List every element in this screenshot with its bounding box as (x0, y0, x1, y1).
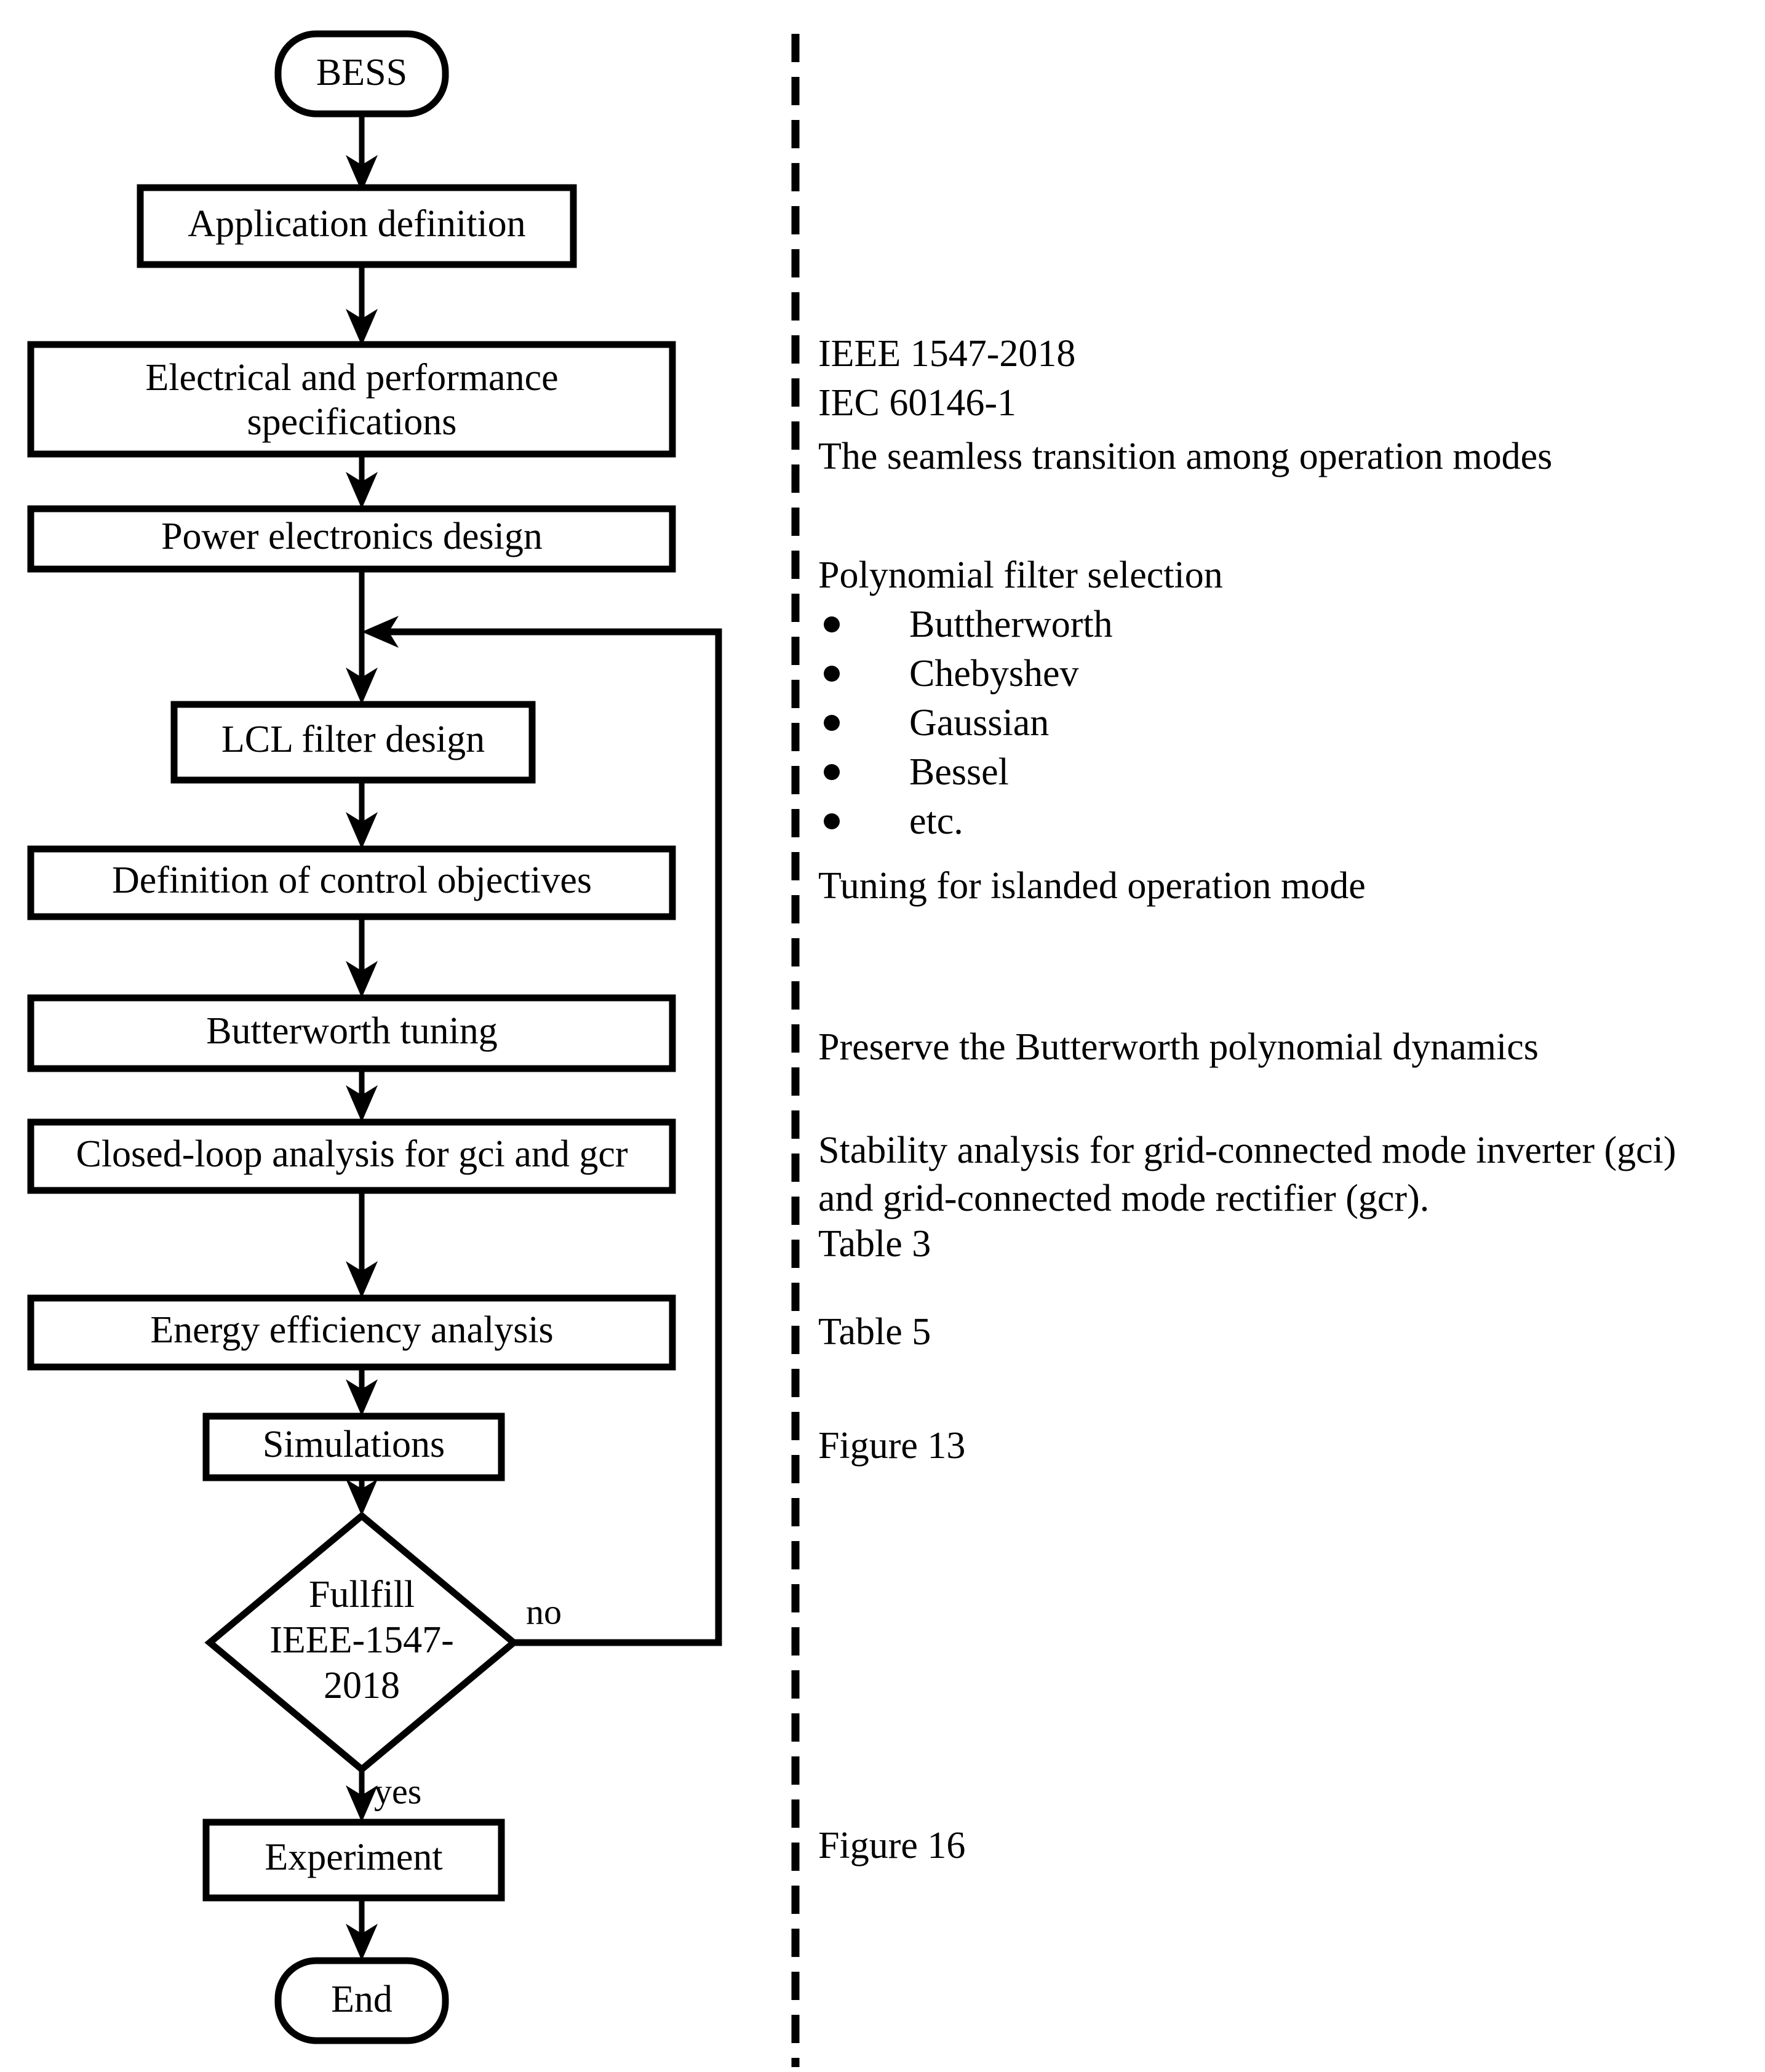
arrowhead-energy-sims (346, 1379, 378, 1416)
node-experiment-label: Experiment (265, 1836, 442, 1878)
node-start-label: BESS (316, 52, 407, 94)
arrowhead-sims-decision (346, 1479, 378, 1516)
node-specifications-label-line2: specifications (247, 401, 457, 443)
node-energy-efficiency-shape[interactable] (27, 1294, 676, 1371)
node-application-definition-label: Application definition (188, 203, 525, 245)
edge-label-no: no (526, 1592, 562, 1632)
annotation-standards-line2: IEC 60146-1 (818, 382, 1016, 424)
node-lcl-filter-shape[interactable] (170, 701, 536, 784)
annotation-standards-line3: The seamless transition among operation … (818, 436, 1552, 477)
node-closed-loop-analysis-label: Closed-loop analysis for gci and gcr (76, 1133, 628, 1175)
node-experiment-shape[interactable] (202, 1819, 505, 1902)
annotation-tuning-islanded: Tuning for islanded operation mode (818, 865, 1366, 907)
edge-label-yes: yes (374, 1771, 421, 1811)
bullet-icon (824, 764, 840, 780)
node-decision-label-line3: 2018 (324, 1665, 400, 1707)
node-power-electronics-label: Power electronics design (161, 516, 543, 557)
node-specifications-label-line1: Electrical and performance (145, 357, 558, 399)
annotation-filter-heading: Polynomial filter selection (818, 554, 1223, 596)
annotation-table5: Table 5 (818, 1311, 931, 1353)
annotation-filter-item-1: Chebyshev (909, 653, 1079, 695)
annotation-filter-item-2: Gaussian (909, 702, 1049, 744)
annotation-stability-line2: and grid-connected mode rectifier (gcr). (818, 1177, 1429, 1219)
node-start-shape[interactable] (274, 30, 449, 118)
arrowhead-closed-energy (346, 1261, 378, 1298)
bullet-icon (824, 715, 840, 731)
bullet-icon (824, 616, 840, 632)
node-butterworth-tuning-label: Butterworth tuning (206, 1010, 498, 1052)
arrowhead-butter-closed (346, 1085, 378, 1122)
bullet-icon (824, 813, 840, 829)
node-decision-label-line1: Fullfill (309, 1574, 415, 1616)
arrowhead-app-specs (346, 309, 378, 346)
annotation-figure13: Figure 13 (818, 1425, 965, 1467)
arrowhead-specs-power (346, 472, 378, 509)
annotation-filter-item-0: Buttherworth (909, 604, 1113, 645)
node-lcl-filter-label: LCL filter design (221, 719, 485, 760)
arrowhead-power-lcl (346, 667, 378, 704)
arrowhead-objectives-butter (346, 961, 378, 998)
node-energy-efficiency-label: Energy efficiency analysis (150, 1309, 553, 1351)
arrowhead-experiment-end (346, 1924, 378, 1961)
annotation-standards-line1: IEEE 1547-2018 (818, 333, 1075, 375)
node-control-objectives-label: Definition of control objectives (112, 859, 592, 901)
node-simulations-shape[interactable] (202, 1413, 505, 1481)
annotation-stability-line1: Stability analysis for grid-connected mo… (818, 1130, 1676, 1171)
arrowhead-lcl-objectives (346, 812, 378, 849)
node-end-label: End (331, 1978, 392, 2020)
arrowhead-feedback-no (362, 616, 399, 648)
node-closed-loop-analysis-shape[interactable] (27, 1118, 676, 1194)
annotation-filter-item-3: Bessel (909, 751, 1009, 793)
node-end-shape[interactable] (274, 1957, 449, 2044)
connector-feedback-no (372, 628, 722, 1646)
annotation-figure16: Figure 16 (818, 1825, 965, 1867)
node-butterworth-tuning-shape[interactable] (27, 994, 676, 1072)
node-power-electronics-shape[interactable] (27, 505, 676, 573)
node-control-objectives-shape[interactable] (27, 845, 676, 920)
node-simulations-label: Simulations (263, 1424, 445, 1465)
annotation-stability-line3: Table 3 (818, 1223, 931, 1265)
annotation-preserve-dynamics: Preserve the Butterworth polynomial dyna… (818, 1026, 1539, 1068)
arrowhead-decision-experiment (346, 1785, 378, 1822)
node-decision-label-line2: IEEE-1547- (269, 1619, 454, 1661)
node-application-definition-shape[interactable] (137, 184, 577, 268)
annotation-filter-item-4: etc. (909, 800, 963, 842)
arrowhead-start-app (346, 155, 378, 192)
node-specifications-shape[interactable] (27, 341, 676, 458)
bullet-icon (824, 666, 840, 682)
node-decision-shape[interactable] (204, 1511, 519, 1774)
